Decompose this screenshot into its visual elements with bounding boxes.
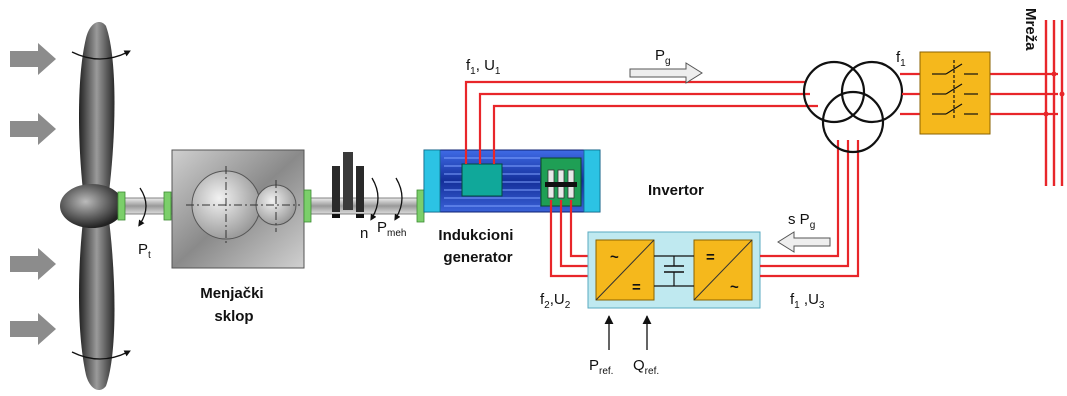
spg-flow-arrow: s Pg [777, 211, 831, 253]
high-speed-shaft [303, 152, 425, 223]
stator-cables [464, 80, 818, 164]
inverter-label: Invertor [648, 182, 704, 199]
converter: ~ = = ~ [587, 231, 761, 309]
pt-label: Pt [138, 241, 151, 261]
pref-label: Pref. [589, 357, 613, 377]
f1-u3-label: f1 ,U3 [790, 291, 825, 311]
rotation-arrow-icon [370, 177, 379, 221]
svg-text:~: ~ [730, 279, 739, 296]
wind-arrow-icon [10, 313, 56, 345]
lower-blade [79, 212, 115, 391]
f1-grid-label: f1 [896, 49, 906, 69]
grid-label: Mreža [1022, 8, 1039, 51]
wind-arrows [10, 43, 56, 345]
induction-generator [423, 149, 601, 213]
rotation-arrow-icon [71, 50, 131, 60]
pmeh-label: Pmeh [377, 219, 406, 239]
svg-text:=: = [632, 279, 641, 296]
generator-label: Indukcioni generator [438, 227, 517, 266]
qref-label: Qref. [633, 357, 659, 377]
converter-grid-cables [760, 140, 860, 278]
pg-label: Pg [655, 47, 671, 67]
f1-u1-label: f1, U1 [466, 57, 501, 77]
spg-label: s Pg [788, 211, 815, 231]
gearbox-label: Menjački sklop [200, 285, 268, 325]
transformer [802, 60, 904, 154]
rotation-arrow-icon [394, 177, 403, 221]
f2-u2-label: f2,U2 [540, 291, 571, 311]
svg-text:=: = [706, 249, 715, 266]
gearbox [171, 149, 305, 269]
wind-arrow-icon [10, 113, 56, 145]
n-label: n [360, 225, 368, 242]
wind-arrow-icon [10, 43, 56, 75]
wind-arrow-icon [10, 248, 56, 280]
svg-text:~: ~ [610, 249, 619, 266]
reference-inputs: Pref. Qref. [589, 315, 659, 377]
hub [60, 184, 124, 228]
upper-blade [79, 22, 115, 200]
rotation-arrow-icon [71, 350, 131, 360]
busbar-taps [1043, 71, 1065, 117]
switchgear [919, 51, 991, 135]
pg-flow-arrow: Pg [629, 47, 703, 84]
grid-busbars [1044, 20, 1064, 186]
rotation-arrow-icon [138, 187, 147, 227]
rotor [60, 22, 131, 391]
